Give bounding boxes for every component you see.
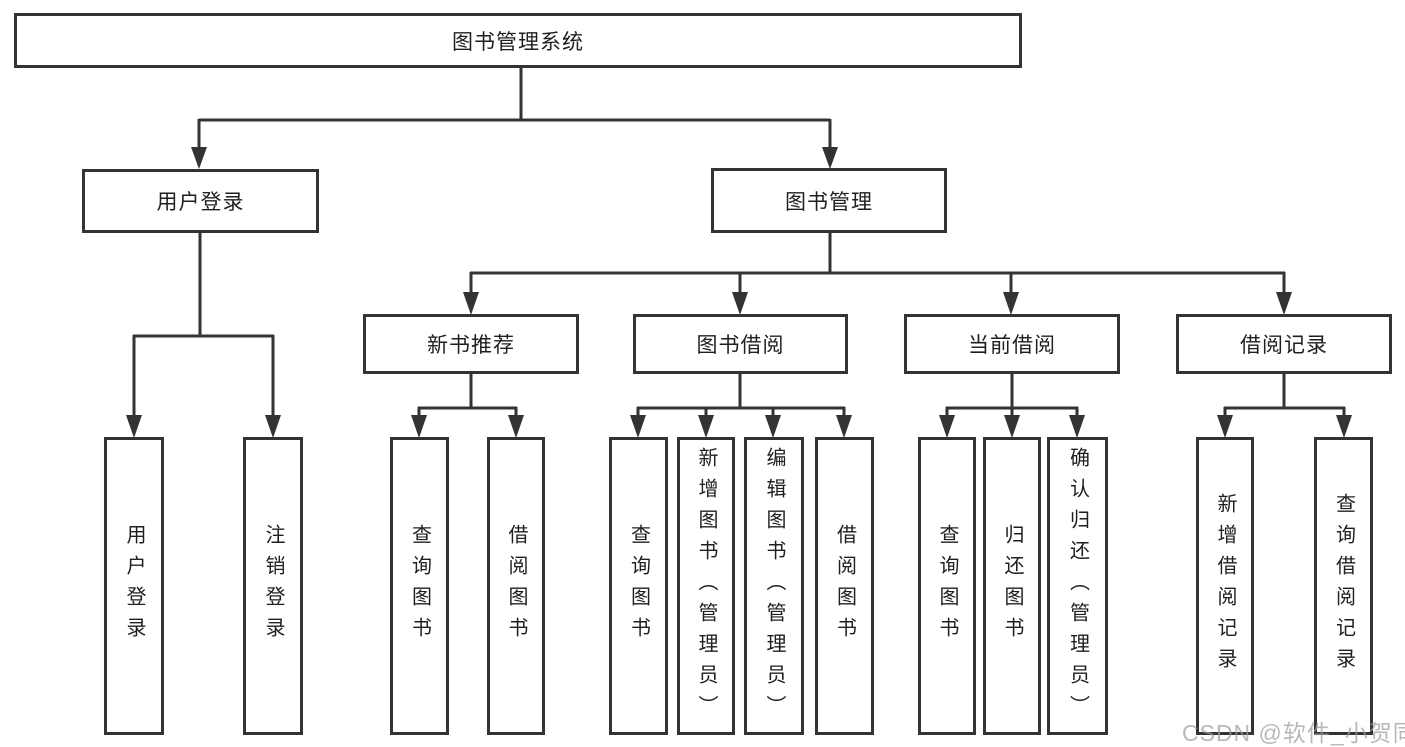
node-new-book-recommendation: 新书推荐 — [363, 314, 579, 374]
leaf-query-books-borrowing: 查询图书 — [609, 437, 668, 735]
leaf-borrow-books-recommend: 借阅图书 — [487, 437, 545, 735]
leaf-query-borrow-record: 查询借阅记录 — [1314, 437, 1373, 735]
node-user-login: 用户登录 — [82, 169, 319, 233]
node-book-borrowing: 图书借阅 — [633, 314, 848, 374]
node-book-management: 图书管理 — [711, 168, 947, 233]
watermark: CSDN @软件_小贺同学 — [1182, 720, 1405, 746]
leaf-logout: 注销登录 — [243, 437, 303, 735]
leaf-user-login: 用户登录 — [104, 437, 164, 735]
node-root: 图书管理系统 — [14, 13, 1022, 68]
leaf-add-borrow-record: 新增借阅记录 — [1196, 437, 1254, 735]
leaf-query-books-recommend: 查询图书 — [390, 437, 449, 735]
leaf-add-book-admin: 新增图书（管理员） — [677, 437, 735, 735]
node-current-borrowing: 当前借阅 — [904, 314, 1120, 374]
leaf-query-books-current: 查询图书 — [918, 437, 976, 735]
node-borrowing-records: 借阅记录 — [1176, 314, 1392, 374]
leaf-confirm-return-admin: 确认归还（管理员） — [1047, 437, 1108, 735]
leaf-edit-book-admin: 编辑图书（管理员） — [744, 437, 804, 735]
leaf-return-book: 归还图书 — [983, 437, 1041, 735]
leaf-borrow-books-borrowing: 借阅图书 — [815, 437, 874, 735]
